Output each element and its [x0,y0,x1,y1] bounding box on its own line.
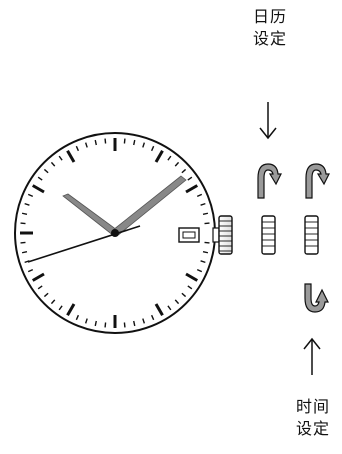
date-window [179,228,199,242]
up-arrow-icon [304,339,320,375]
watch-dial [15,133,215,333]
minute-tick [21,223,26,224]
counterclockwise-rotation-icon [258,164,281,198]
counterclockwise-rotation-icon [305,284,328,312]
clockwise-rotation-icon [306,164,329,198]
minute-tick [205,223,210,224]
minute-tick [205,242,210,243]
minute-tick [124,323,125,328]
minute-tick [21,242,26,243]
crown [213,216,232,254]
crown-position-2 [262,216,275,254]
hand-pivot [111,229,119,237]
minute-tick [105,323,106,328]
minute-tick [124,139,125,144]
down-arrow-icon [260,102,276,138]
minute-tick [105,139,106,144]
crown-position-3 [305,216,318,254]
